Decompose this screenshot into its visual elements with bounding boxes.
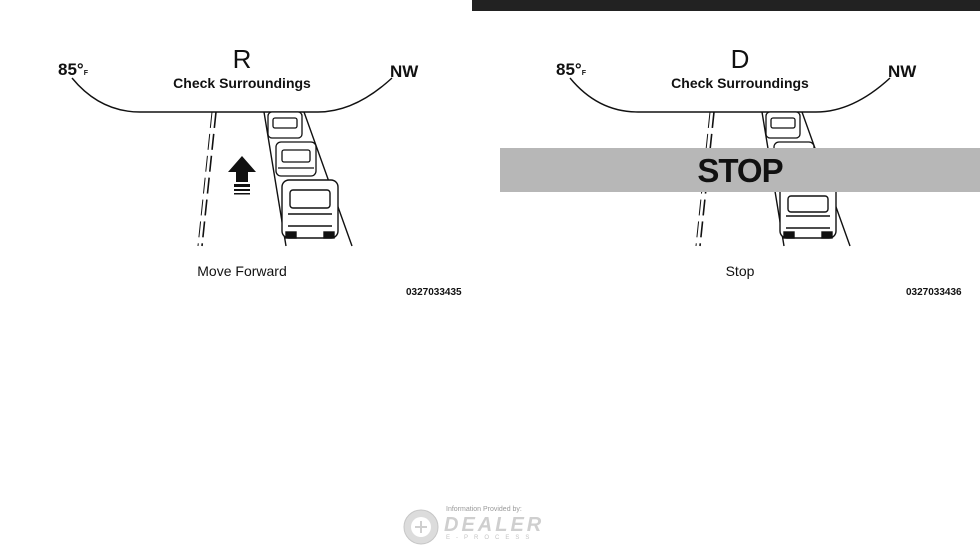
parked-car-icon	[766, 112, 800, 138]
reverse-camera-panel: 85°F R Check Surroundings NW Move Forwar…	[0, 0, 490, 310]
watermark-name: DEALER	[444, 514, 544, 537]
compass-heading: NW	[390, 62, 418, 82]
check-surroundings-message: Check Surroundings	[640, 75, 840, 91]
dealer-eprocess-watermark: Information Provided by: DEALER E-PROCES…	[402, 506, 572, 546]
figure-code: 0327033436	[906, 287, 962, 298]
parking-scene-right	[498, 0, 980, 260]
drive-camera-panel: STOP 85°F D Check Surroundings NW Stop 0…	[498, 0, 980, 310]
dealer-logo-icon	[402, 508, 440, 546]
check-surroundings-message: Check Surroundings	[142, 75, 342, 91]
figure-code: 0327033435	[406, 287, 462, 298]
compass-heading: NW	[888, 62, 916, 82]
parked-car-icon	[268, 112, 302, 138]
watermark-subtitle: E-PROCESS	[446, 535, 535, 541]
parking-scene-left	[0, 0, 490, 260]
stop-warning-text: STOP	[670, 152, 810, 190]
outside-temperature: 85°F	[556, 60, 586, 80]
outside-temperature: 85°F	[58, 60, 88, 80]
parked-car-icon	[282, 180, 338, 238]
move-forward-arrow-icon	[228, 156, 256, 195]
figure-caption: Move Forward	[142, 263, 342, 279]
gear-indicator: R	[202, 44, 282, 75]
parked-car-icon	[276, 142, 316, 176]
gear-indicator: D	[700, 44, 780, 75]
watermark-provided-by: Information Provided by:	[446, 506, 522, 513]
figure-caption: Stop	[640, 263, 840, 279]
